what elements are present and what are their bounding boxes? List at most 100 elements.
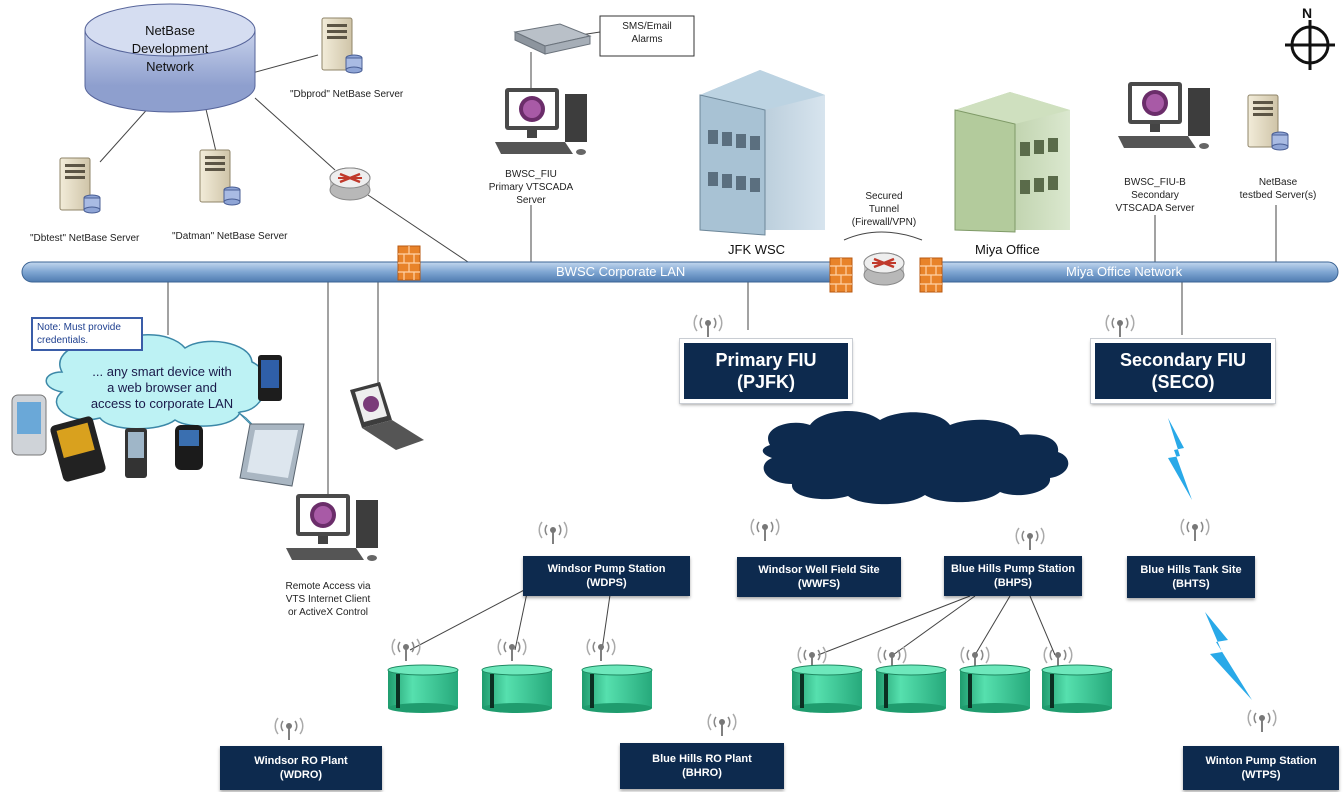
- sms-line1: SMS/Email: [622, 21, 672, 32]
- dbprod-label: "Dbprod" NetBase Server: [290, 89, 404, 100]
- tank-antenna-icon: [497, 638, 527, 662]
- remote-line1: Remote Access via: [285, 581, 371, 592]
- bwsc-fiu-b-workstation-icon: [1118, 82, 1210, 149]
- tank-antenna-icon: [586, 638, 616, 662]
- wtps-name: Winton Pump Station: [1205, 755, 1317, 767]
- tunnel-line3: (Firewall/VPN): [851, 217, 917, 228]
- bhro-antenna-icon: [707, 713, 737, 737]
- dbtest-server-icon: [59, 157, 101, 214]
- network-cloud: [762, 410, 1069, 505]
- netbase-testbed-label: NetBase testbed Server(s): [1228, 176, 1328, 202]
- secondary-fiu-antenna-icon: [1105, 314, 1135, 338]
- jfk-wsc-building-icon: [699, 70, 825, 236]
- connector-lines: [99, 31, 1277, 656]
- netbase-dev-line3: Network: [146, 59, 194, 74]
- storage-tank-icon: [791, 664, 863, 714]
- remote-line2: VTS Internet Client: [285, 594, 371, 605]
- corporate-lan-label: BWSC Corporate LAN: [556, 264, 686, 279]
- bhro-name: Blue Hills RO Plant: [652, 753, 752, 765]
- remote-access-label: Remote Access via VTS Internet Client or…: [268, 580, 388, 619]
- primary-fiu-box: Primary FIU (PJFK): [679, 338, 853, 404]
- wtps-code: (WTPS): [1241, 769, 1281, 781]
- wdro-antenna-icon: [274, 717, 304, 741]
- bhps-name: Blue Hills Pump Station: [950, 563, 1076, 575]
- sms-alarms-box: [599, 15, 695, 57]
- smart-line2: a web browser and: [107, 380, 217, 395]
- miya-office-building-icon: [954, 92, 1070, 233]
- storage-tank-icon: [481, 664, 553, 714]
- credentials-note: Note: Must provide credentials.: [31, 317, 143, 351]
- bhro-code: (BHRO): [682, 767, 722, 779]
- storage-tank-icon: [875, 664, 947, 714]
- note-line1: Note: Must provide: [37, 322, 121, 333]
- storage-tank-icon: [581, 664, 653, 714]
- bwsc-fiu-b-line2: Secondary: [1131, 190, 1179, 201]
- bwsc-fiu-workstation-icon: [495, 88, 587, 155]
- primary-fiu-antenna-icon: [693, 314, 723, 338]
- secondary-fiu-title: Secondary FIU: [1119, 350, 1247, 370]
- netbase-testbed-server-icon: [1247, 94, 1289, 151]
- dbtest-label: "Dbtest" NetBase Server: [30, 233, 140, 244]
- laptop-icon: [350, 382, 424, 450]
- storage-tank-icon: [959, 664, 1031, 714]
- bwsc-fiu-line2: Primary VTSCADA: [488, 182, 574, 193]
- dbprod-server-icon: [321, 17, 363, 74]
- smart-devices-icon: [11, 355, 305, 487]
- bhps-antenna-icon: [1015, 527, 1045, 551]
- site-bhps-box: Blue Hills Pump Station (BHPS): [944, 556, 1082, 596]
- bwsc-fiu-line3: Server: [516, 195, 546, 206]
- wdps-antenna-icon: [538, 521, 568, 545]
- jfk-wsc-label: JFK WSC: [728, 242, 786, 257]
- netbase-dev-network-disk: [84, 3, 256, 113]
- tunnel-firewall-left-icon: [829, 257, 853, 293]
- bhps-code: (BHPS): [994, 577, 1032, 589]
- bhts-antenna-icon: [1180, 518, 1210, 542]
- remote-access-workstation-icon: [286, 494, 378, 561]
- wwfs-code: (WWFS): [797, 578, 841, 590]
- wtps-antenna-icon: [1247, 709, 1277, 733]
- tunnel-line2: Tunnel: [868, 204, 900, 215]
- sms-line2: Alarms: [631, 34, 663, 45]
- site-bhts-box: Blue Hills Tank Site (BHTS): [1127, 556, 1255, 598]
- wireless-link-icons: [1168, 418, 1252, 700]
- datman-label: "Datman" NetBase Server: [172, 231, 288, 242]
- wdro-code: (WDRO): [279, 769, 323, 781]
- miya-office-label: Miya Office: [975, 242, 1040, 257]
- bwsc-fiu-b-line1: BWSC_FIU-B: [1124, 177, 1186, 188]
- tank-antenna-icon: [391, 638, 421, 662]
- secured-tunnel-label: Secured Tunnel (Firewall/VPN): [834, 190, 934, 229]
- primary-fiu-title: Primary FIU: [715, 350, 817, 370]
- bwsc-fiu-label: BWSC_FIU Primary VTSCADA Server: [471, 168, 591, 207]
- netbase-dev-line2: Development: [131, 41, 209, 56]
- sms-alarms-label: SMS/Email Alarms: [600, 20, 694, 46]
- alarm-device-icon: [513, 23, 592, 55]
- wdps-code: (WDPS): [586, 577, 627, 589]
- netbase-dev-network-label: NetBase Development Network: [120, 22, 220, 76]
- tunnel-line1: Secured: [865, 191, 903, 202]
- north-label: N: [1302, 5, 1313, 21]
- remote-line3: or ActiveX Control: [287, 607, 369, 618]
- testbed-line1: NetBase: [1258, 177, 1298, 188]
- bwsc-fiu-b-label: BWSC_FIU-B Secondary VTSCADA Server: [1100, 176, 1210, 215]
- router-icon: [328, 166, 372, 202]
- netbase-dev-line1: NetBase: [145, 23, 195, 38]
- secondary-fiu-box: Secondary FIU (SECO): [1090, 338, 1276, 404]
- site-wdro-box: Windsor RO Plant (WDRO): [220, 746, 382, 790]
- wdro-name: Windsor RO Plant: [254, 755, 348, 767]
- site-wtps-box: Winton Pump Station (WTPS): [1183, 746, 1339, 790]
- wwfs-name: Windsor Well Field Site: [758, 564, 880, 576]
- datman-server-icon: [199, 149, 241, 206]
- primary-fiu-code: (PJFK): [737, 372, 795, 392]
- site-wwfs-box: Windsor Well Field Site (WWFS): [737, 557, 901, 597]
- miya-network-label: Miya Office Network: [1066, 264, 1183, 279]
- smart-device-text: ... any smart device with a web browser …: [82, 364, 242, 412]
- site-wdps-box: Windsor Pump Station (WDPS): [523, 556, 690, 596]
- testbed-line2: testbed Server(s): [1239, 190, 1317, 201]
- bwsc-fiu-line1: BWSC_FIU: [505, 169, 557, 180]
- bhts-code: (BHTS): [1172, 578, 1210, 590]
- wwfs-antenna-icon: [750, 518, 780, 542]
- firewall-icon: [397, 245, 421, 281]
- secondary-fiu-code: (SECO): [1151, 372, 1215, 392]
- tunnel-router-icon: [862, 251, 906, 287]
